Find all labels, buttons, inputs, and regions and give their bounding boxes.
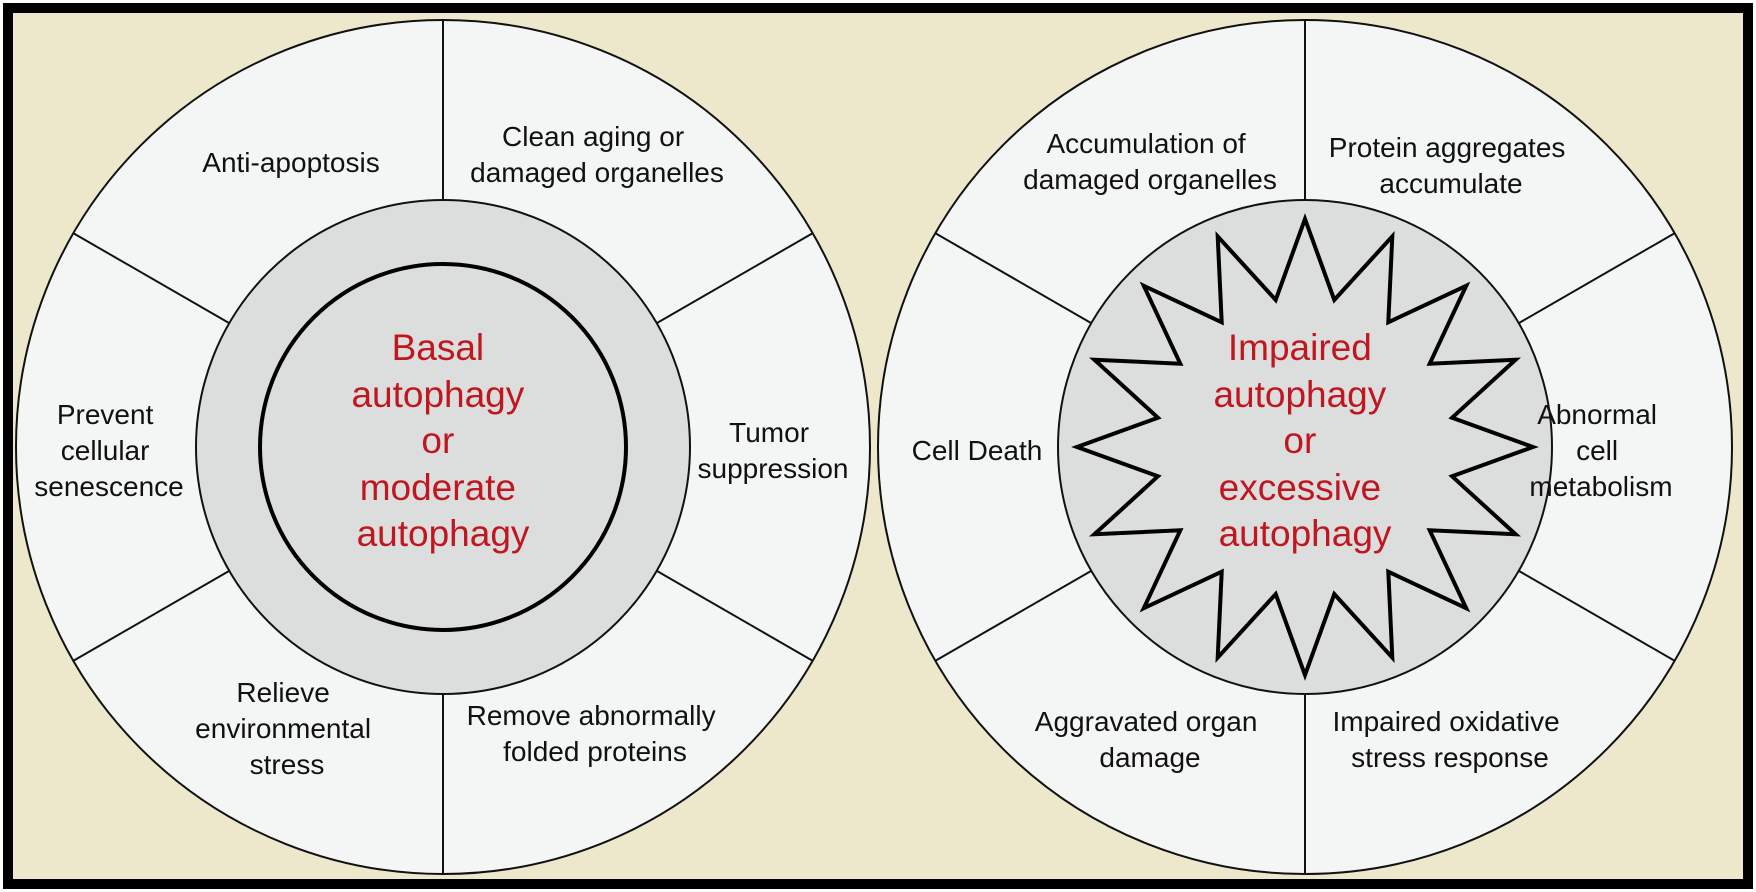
right-center-label: Impaired autophagy or excessive autophag… <box>1213 327 1396 554</box>
left-divider-lower-right <box>656 570 814 662</box>
left-core-circle <box>258 262 628 632</box>
left-segment-bottom-right-label: Remove abnormally folded proteins <box>467 700 724 767</box>
left-divider-lower-left <box>72 570 230 662</box>
left-segment-top-right-label: Clean aging or damaged organelles <box>470 121 724 188</box>
right-segment-right-label: Abnormal cell metabolism <box>1529 399 1672 502</box>
right-segment-bottom-left-label: Aggravated organ damage <box>1035 706 1265 773</box>
left-segment-bottom-left-label: Relieve environmental stress <box>195 677 379 780</box>
left-divider-upper-right <box>656 232 814 324</box>
left-segment-top-left-label: Anti-apoptosis <box>202 147 379 178</box>
left-divider-lines <box>72 20 814 874</box>
left-wheel: Basal autophagy or moderate autophagy An… <box>15 19 871 875</box>
right-divider-lower-right <box>1518 570 1676 662</box>
right-star-burst <box>1071 213 1539 681</box>
left-center-label: Basal autophagy or moderate autophagy <box>351 327 534 554</box>
right-segment-top-right-label: Protein aggregates accumulate <box>1329 132 1573 199</box>
right-segment-left-label: Cell Death <box>912 435 1043 466</box>
right-segment-bottom-right-label: Impaired oxidative stress response <box>1332 706 1567 773</box>
right-divider-upper-right <box>1518 232 1676 324</box>
right-divider-lines <box>934 20 1676 874</box>
right-divider-upper-left <box>934 232 1092 324</box>
right-wheel: Impaired autophagy or excessive autophag… <box>877 19 1733 875</box>
right-segment-top-left-label: Accumulation of damaged organelles <box>1023 128 1277 195</box>
left-divider-upper-left <box>72 232 230 324</box>
left-segment-left-label: Prevent cellular senescence <box>34 399 183 502</box>
right-divider-lower-left <box>934 570 1092 662</box>
left-segment-right-label: Tumor suppression <box>698 417 849 484</box>
